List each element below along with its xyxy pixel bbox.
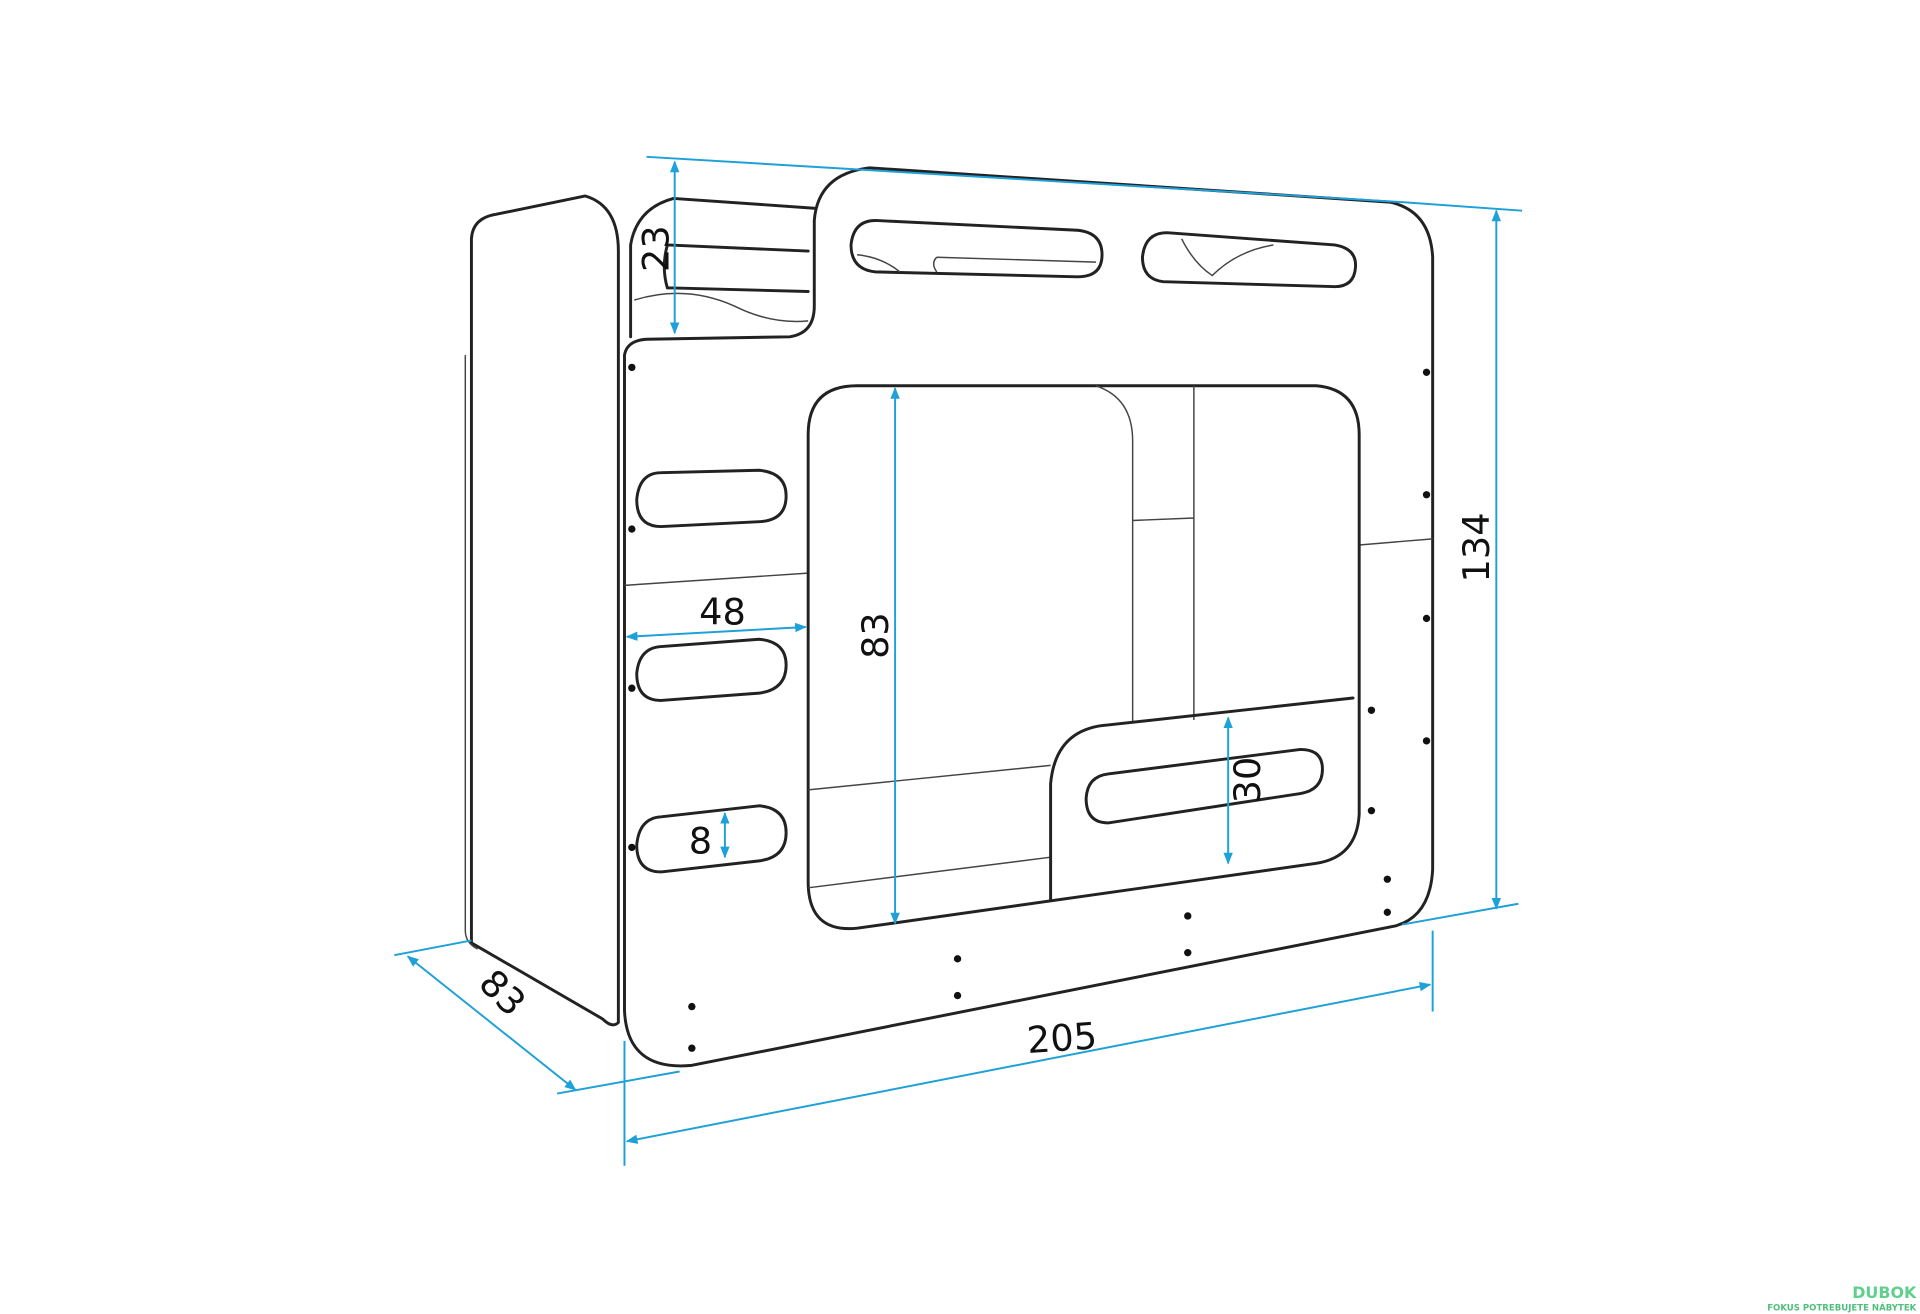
ladder-slots (635, 468, 788, 874)
top-rail-slots (849, 218, 1357, 289)
screw-holes (628, 363, 1431, 1052)
dim-label-opening-height: 83 (854, 612, 897, 659)
dim-label-guard-height: 30 (1226, 757, 1269, 804)
dim-label-ladder-width: 48 (699, 591, 746, 634)
dim-label-slot-height: 8 (689, 820, 712, 863)
dimension-lines (394, 155, 1523, 1166)
dim-label-total-height: 134 (1455, 512, 1498, 582)
dim-label-top-rail: 23 (635, 225, 678, 272)
back-side-panel (464, 194, 620, 1027)
dubok-watermark-logo: DUBOK FOKUS POTREBUJETE NÁBYTEK (1767, 1283, 1917, 1313)
panel-split-line (624, 538, 1433, 587)
dim-label-length: 205 (1026, 1014, 1099, 1062)
watermark-tagline: FOKUS POTREBUJETE NÁBYTEK (1767, 1301, 1916, 1313)
lower-bunk-opening (806, 384, 1361, 931)
watermark-brand: DUBOK (1852, 1283, 1917, 1302)
